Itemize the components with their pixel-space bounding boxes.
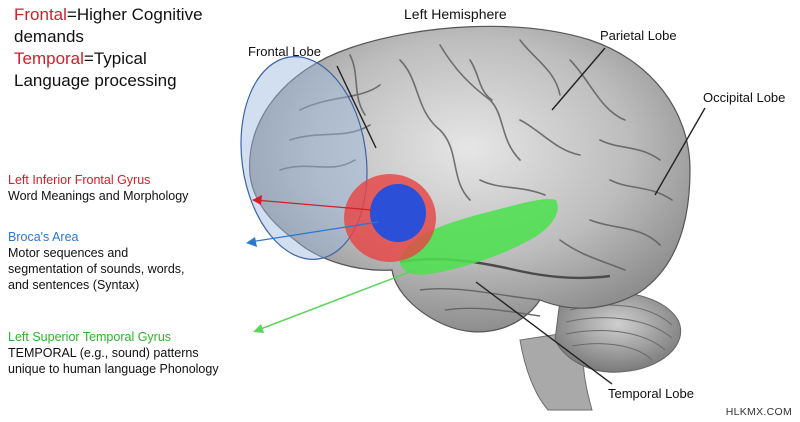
lstg-title: Left Superior Temporal Gyrus xyxy=(8,330,172,344)
lstg-annotation: Left Superior Temporal Gyrus TEMPORAL (e… xyxy=(8,329,219,377)
legend-frontal: Frontal=Higher Cognitive xyxy=(14,4,203,26)
occipital-lobe-pointer xyxy=(654,107,706,196)
lstg-highlight xyxy=(399,198,558,275)
diagram-title: Left Hemisphere xyxy=(404,6,507,22)
broca-title: Broca's Area xyxy=(8,230,79,244)
legend-frontal-word: Frontal xyxy=(14,5,67,24)
color-legend: Frontal=Higher Cognitive demands Tempora… xyxy=(14,4,203,92)
parietal-lobe-pointer xyxy=(551,47,606,111)
broca-desc-1: Motor sequences and xyxy=(8,246,129,260)
frontal-lobe-label: Frontal Lobe xyxy=(248,44,321,59)
lifg-desc: Word Meanings and Morphology xyxy=(8,189,189,203)
temporal-lobe-pointer xyxy=(475,281,613,385)
broca-desc-3: and sentences (Syntax) xyxy=(8,278,140,292)
lifg-annotation: Left Inferior Frontal Gyrus Word Meaning… xyxy=(8,172,188,204)
watermark: HLKMX.COM xyxy=(725,406,792,418)
occipital-lobe-label: Occipital Lobe xyxy=(703,90,786,105)
temporal-lobe-label: Temporal Lobe xyxy=(608,386,694,401)
broca-desc-2: segmentation of sounds, words, xyxy=(8,262,185,276)
broca-highlight xyxy=(370,184,426,242)
lstg-desc-2: unique to human language Phonology xyxy=(8,362,219,376)
lstg-desc-1: TEMPORAL (e.g., sound) patterns xyxy=(8,346,199,360)
broca-arrow xyxy=(249,221,379,243)
lifg-title: Left Inferior Frontal Gyrus xyxy=(8,173,151,187)
frontal-lobe-pointer xyxy=(336,65,377,149)
legend-temporal-text2: Language processing xyxy=(14,71,177,90)
legend-temporal-word: Temporal xyxy=(14,49,84,68)
legend-frontal-text2: demands xyxy=(14,27,84,46)
broca-annotation: Broca's Area Motor sequences and segment… xyxy=(8,229,185,293)
lifg-arrow xyxy=(254,199,373,211)
legend-frontal-text: =Higher Cognitive xyxy=(66,5,203,24)
lstg-arrow xyxy=(257,269,416,331)
legend-temporal: Temporal=Typical xyxy=(14,48,203,70)
frontal-lobe-overlay xyxy=(240,56,368,260)
legend-temporal-text: =Typical xyxy=(83,49,147,68)
parietal-lobe-label: Parietal Lobe xyxy=(600,28,677,43)
